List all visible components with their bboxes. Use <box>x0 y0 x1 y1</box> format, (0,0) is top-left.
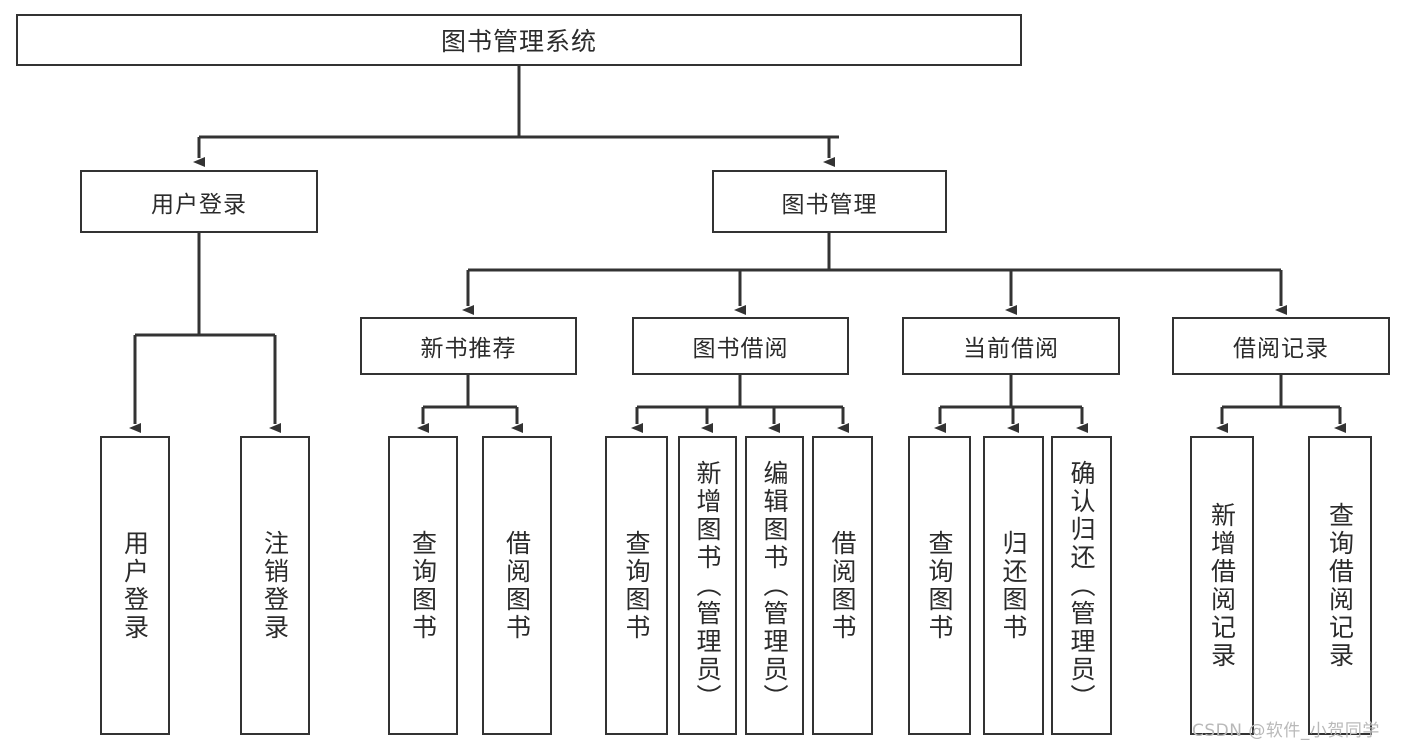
node-label: 编辑图书（管理员） <box>760 459 789 712</box>
node-label: 新增图书（管理员） <box>693 459 722 712</box>
node-current-borrow[interactable]: 当前借阅 <box>902 317 1120 375</box>
node-leaf-query-book-2[interactable]: 查询图书 <box>605 436 668 735</box>
node-label: 确认归还（管理员） <box>1067 459 1096 712</box>
node-label: 借阅图书 <box>502 529 532 642</box>
node-leaf-edit-book[interactable]: 编辑图书（管理员） <box>745 436 804 735</box>
node-leaf-borrow-book-2[interactable]: 借阅图书 <box>812 436 873 735</box>
node-label: 归还图书 <box>999 529 1028 642</box>
node-label: 新增借阅记录 <box>1207 501 1237 670</box>
node-leaf-add-book[interactable]: 新增图书（管理员） <box>678 436 737 735</box>
node-borrow-record[interactable]: 借阅记录 <box>1172 317 1390 375</box>
watermark-credit: CSDN @软件_小贺同学 <box>1192 721 1380 741</box>
node-leaf-query-book-1[interactable]: 查询图书 <box>388 436 458 735</box>
node-user-login[interactable]: 用户登录 <box>80 170 318 233</box>
node-label: 借阅图书 <box>828 529 857 642</box>
node-root-system[interactable]: 图书管理系统 <box>16 14 1022 66</box>
node-label: 用户登录 <box>120 529 150 642</box>
node-book-borrow[interactable]: 图书借阅 <box>632 317 849 375</box>
node-leaf-return-book[interactable]: 归还图书 <box>983 436 1044 735</box>
node-leaf-borrow-book-1[interactable]: 借阅图书 <box>482 436 552 735</box>
node-leaf-confirm-return[interactable]: 确认归还（管理员） <box>1051 436 1112 735</box>
node-leaf-user-login[interactable]: 用户登录 <box>100 436 170 735</box>
node-label: 注销登录 <box>260 529 290 642</box>
node-leaf-add-record[interactable]: 新增借阅记录 <box>1190 436 1254 735</box>
node-label: 查询图书 <box>925 529 954 642</box>
node-label: 查询图书 <box>408 529 438 642</box>
node-leaf-query-record[interactable]: 查询借阅记录 <box>1308 436 1372 735</box>
node-leaf-query-book-3[interactable]: 查询图书 <box>908 436 971 735</box>
node-label: 查询借阅记录 <box>1325 501 1355 670</box>
node-new-book-recommend[interactable]: 新书推荐 <box>360 317 577 375</box>
node-leaf-logout[interactable]: 注销登录 <box>240 436 310 735</box>
node-label: 查询图书 <box>622 529 651 642</box>
node-book-manage[interactable]: 图书管理 <box>712 170 947 233</box>
